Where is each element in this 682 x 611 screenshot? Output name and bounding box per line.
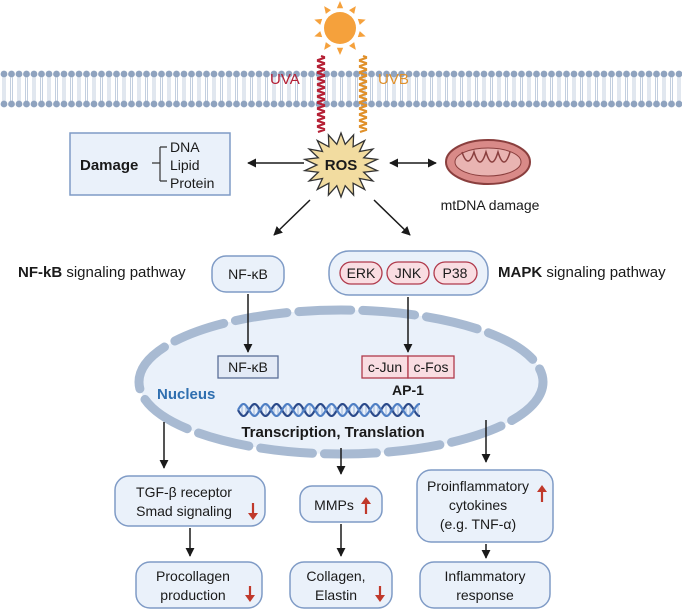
damage-item-dna: DNA: [170, 139, 200, 155]
transcription-translation-label: Transcription, Translation: [241, 424, 424, 441]
ros-burst: ROS: [302, 131, 380, 199]
damage-box: Damage DNA Lipid Protein: [69, 132, 231, 196]
nucleus-label: Nucleus: [157, 386, 215, 403]
arrow-ros-to-nfkb: [273, 199, 311, 236]
inflammatory-line2: response: [456, 587, 514, 603]
cytokines-line1: Proinflammatory: [427, 478, 529, 494]
damage-item-lipid: Lipid: [170, 157, 200, 173]
kinase-erk-label: ERK: [347, 265, 376, 281]
inflammatory-response-box: [419, 561, 551, 609]
ap1-cjun-label: c-Jun: [368, 359, 402, 375]
collagen-box: [289, 561, 393, 609]
nfkb-pathway-suffix: signaling pathway: [62, 264, 186, 281]
nfkb-pathway-name: NF-kB: [18, 264, 62, 281]
collagen-line2: Elastin: [315, 587, 357, 603]
ap1-label: AP-1: [392, 382, 424, 398]
down-arrow-icon: [248, 503, 258, 520]
kinase-erk: [339, 261, 383, 285]
ap1-cfos-box: [407, 355, 455, 379]
cell-membrane: [0, 70, 682, 108]
mitochondrion-icon: [445, 139, 531, 185]
damage-title: Damage: [80, 157, 138, 174]
collagen-line1: Collagen,: [306, 568, 365, 584]
cytokines-box: [416, 469, 554, 543]
procollagen-box: [135, 561, 263, 609]
nuclear-nfkb-label: NF-κB: [228, 359, 268, 375]
nuclear-nfkb-box: [217, 355, 279, 379]
tgf-beta-line1: TGF-β receptor: [136, 484, 232, 500]
damage-bracket: [152, 146, 167, 182]
damage-item-protein: Protein: [170, 175, 214, 191]
tgf-beta-line2: Smad signaling: [136, 503, 232, 519]
procollagen-line2: production: [160, 587, 225, 603]
mtdna-damage-label: mtDNA damage: [441, 197, 540, 213]
arrow-ros-to-mapk: [373, 199, 411, 236]
ros-label: ROS: [325, 157, 358, 174]
procollagen-line1: Procollagen: [156, 568, 230, 584]
uvb-label: UVB: [378, 71, 409, 88]
tgf-beta-box: [114, 475, 266, 527]
kinase-p38-label: P38: [443, 265, 468, 281]
down-arrow-icon: [245, 586, 255, 602]
mapk-pathway-name: MAPK: [498, 264, 542, 281]
sun-icon: [314, 1, 366, 55]
cytokines-line3: (e.g. TNF-α): [440, 516, 516, 532]
down-arrow-icon: [375, 586, 385, 602]
kinase-jnk: [386, 261, 430, 285]
mapk-pathway-label: MAPK signaling pathway: [498, 264, 666, 281]
ap1-cfos-label: c-Fos: [414, 359, 449, 375]
uvb-ray: [358, 54, 368, 134]
uva-label: UVA: [270, 71, 300, 88]
kinase-p38: [433, 261, 478, 285]
mmps-box: [299, 485, 383, 523]
inflammatory-line1: Inflammatory: [445, 568, 526, 584]
uva-ray: [316, 54, 326, 134]
up-arrow-icon: [361, 497, 371, 514]
nfkb-node-label: NF-κB: [228, 266, 268, 282]
mapk-pathway-suffix: signaling pathway: [542, 264, 666, 281]
dna-helix-icon: [237, 402, 420, 418]
nfkb-pathway-label: NF-kB signaling pathway: [18, 264, 186, 281]
kinase-jnk-label: JNK: [395, 265, 422, 281]
cytokines-line2: cytokines: [449, 497, 507, 513]
up-arrow-icon: [537, 485, 547, 502]
nfkb-node: [211, 255, 285, 293]
mmps-label: MMPs: [314, 497, 354, 513]
